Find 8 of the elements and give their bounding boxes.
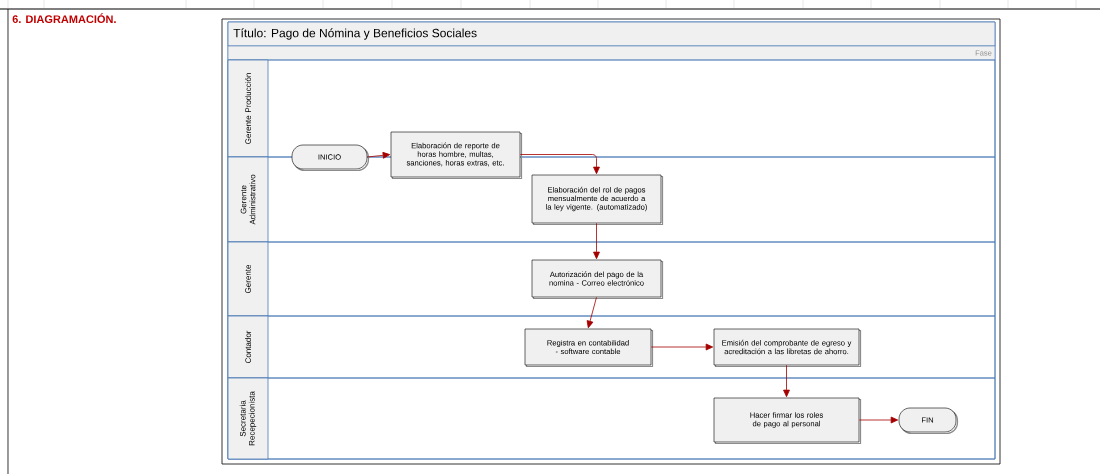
- arrow: [593, 222, 600, 260]
- arrow: [650, 343, 714, 351]
- arrow: [858, 416, 899, 424]
- arrow: [366, 151, 391, 159]
- section-heading: 6. DIAGRAMACIÓN.: [12, 13, 116, 24]
- arrow: [519, 154, 600, 175]
- arrow: [783, 364, 790, 398]
- arrow: [586, 296, 597, 329]
